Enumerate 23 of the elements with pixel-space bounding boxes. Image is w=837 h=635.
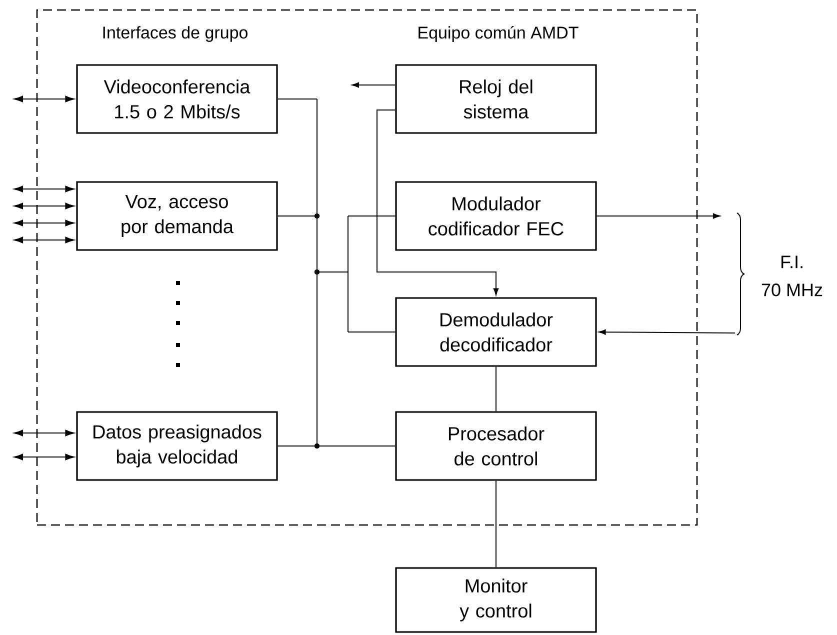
frequency-label: F.I. 70 MHz — [762, 256, 822, 296]
connector — [596, 213, 720, 219]
connector — [14, 202, 74, 210]
connector — [14, 186, 74, 192]
connector — [14, 236, 74, 244]
group-heading: Interfaces de grupo — [103, 26, 248, 42]
bus-line — [277, 98, 396, 446]
block-box: Videoconferencia 1.5 o 2 Mbits/s — [76, 64, 278, 134]
group-heading: Equipo común AMDT — [418, 26, 578, 42]
connector — [598, 329, 736, 335]
block-box: Demodulador decodificador — [395, 297, 597, 367]
block-box: Reloj del sistema — [395, 64, 597, 134]
block-box: Voz, acceso por demanda — [76, 181, 278, 251]
block-box: Monitor y control — [395, 567, 597, 633]
connector — [352, 82, 396, 88]
block-box: Procesador de control — [395, 411, 597, 481]
connector — [14, 454, 74, 460]
block-box: Datos preasignados baja velocidad — [76, 411, 278, 481]
connector — [14, 96, 74, 102]
block-box: Modulador codificador FEC — [395, 181, 597, 251]
connector — [376, 110, 499, 296]
connector — [14, 430, 74, 436]
connector — [14, 220, 74, 226]
